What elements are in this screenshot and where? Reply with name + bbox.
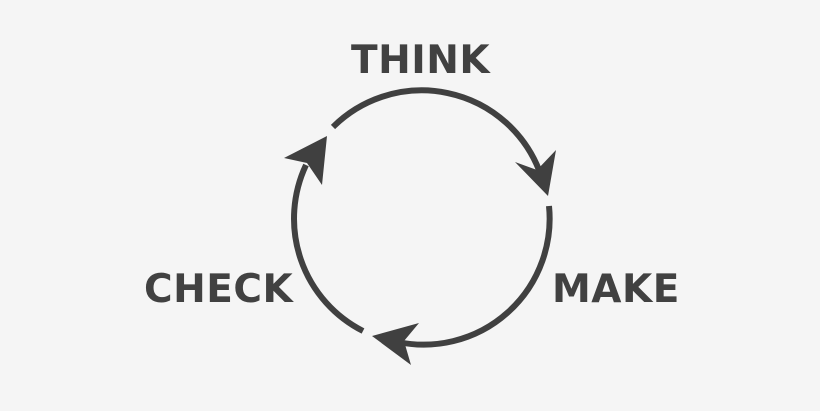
arrowhead-icon: [284, 136, 327, 185]
arrow-think-to-make: [330, 87, 556, 196]
arrowhead-icon: [372, 323, 419, 365]
step-label-make: MAKE: [552, 267, 680, 312]
step-label-think: THINK: [351, 38, 491, 83]
arrow-check-to-think: [284, 136, 365, 334]
step-label-check: CHECK: [144, 267, 294, 312]
arrow-make-to-check: [372, 205, 553, 365]
arrowhead-icon: [515, 150, 556, 196]
